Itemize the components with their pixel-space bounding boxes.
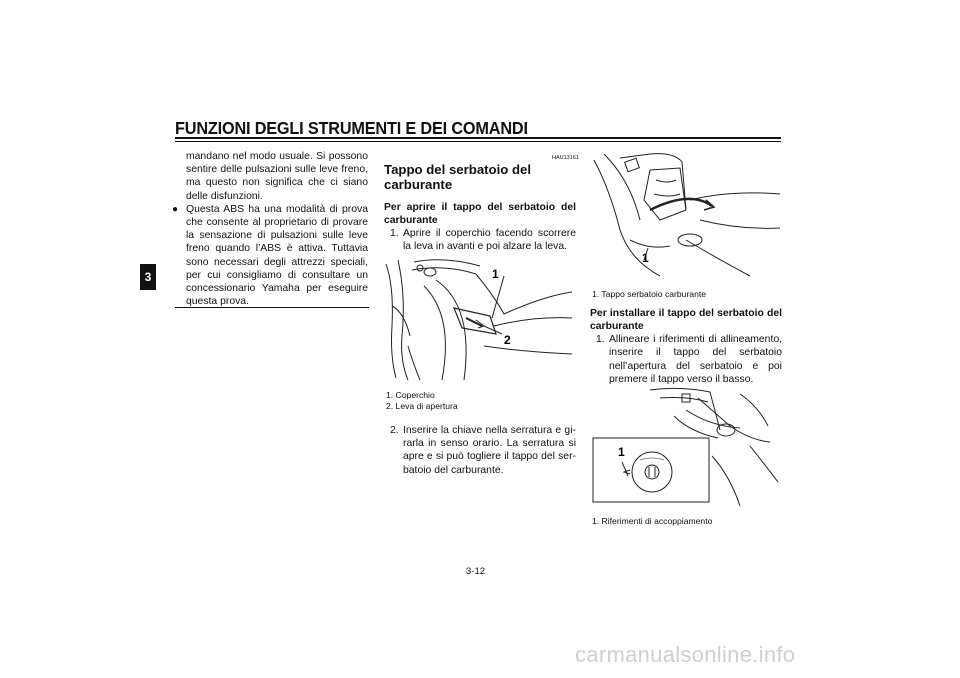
caption-line: 1. Coperchio [386, 390, 435, 400]
abs-paragraph: mandano nel modo usuale. Si posso­no sen… [186, 151, 368, 202]
column-1: mandano nel modo usuale. Si posso­no sen… [172, 150, 368, 309]
chapter-tab: 3 [140, 264, 156, 290]
install-step-1: 1. Allineare i riferimenti di allineamen… [590, 333, 782, 386]
open-step-2: 2. Inserire la chiave nella serratura e … [384, 424, 576, 477]
step-text: Inserire la chiave nella serratura e gi­… [403, 425, 576, 476]
open-step-1: 1. Aprire il coperchio facendo scorrere … [384, 227, 576, 253]
open-heading: Per aprire il tappo del serbatoio del ca… [384, 202, 576, 226]
figure-1-caption: 1. Coperchio 2. Leva di apertura [386, 390, 458, 412]
callout-1: 1 [642, 251, 649, 265]
fuel-cap-figure: 1 [590, 150, 782, 280]
abs-bullet-item: ● Questa ABS ha una modalità di prova ch… [172, 203, 368, 309]
install-heading: Per installare il tappo del serbatoio de… [590, 308, 782, 332]
abs-bullet-text: Questa ABS ha una modalità di prova che … [186, 203, 368, 308]
step-text: Allineare i riferimenti di allineamento,… [609, 334, 782, 385]
figure-3-caption: 1. Riferimenti di accoppiamento [592, 516, 713, 526]
watermark: carmanualsonline.info [575, 642, 796, 667]
page-title: FUNZIONI DEGLI STRUMENTI E DEI COMANDI [175, 118, 528, 138]
bullet-icon: ● [172, 203, 179, 215]
callout-1: 1 [492, 267, 499, 281]
header-rule [175, 137, 781, 139]
fuel-cover-figure: 1 2 [384, 256, 574, 381]
callout-2: 2 [504, 333, 511, 347]
step-number: 2. [390, 425, 399, 436]
column-2-bottom: 2. Inserire la chiave nella serratura e … [384, 424, 576, 477]
step-number: 1. [596, 334, 605, 346]
column-end-rule [175, 307, 369, 308]
caption-line: 2. Leva di apertura [386, 401, 458, 411]
section-title: Tappo del serbatoio del carburante [384, 162, 532, 192]
step-text: Aprire il coperchio facendo scorrere la … [403, 228, 576, 253]
callout-1: 1 [618, 445, 625, 459]
column-3-text: Per installare il tappo del serbatoio de… [590, 308, 782, 386]
figure-2-caption: 1. Tappo serbatoio carburante [592, 289, 707, 299]
page-number: 3-12 [466, 566, 486, 577]
header-rule-thin [175, 141, 781, 142]
column-2-top: Per aprire il tappo del serbatoio del ca… [384, 202, 576, 254]
step-number: 1. [390, 228, 399, 240]
alignment-marks-figure: 1 [590, 386, 782, 508]
reference-code: HAU13161 [552, 155, 579, 161]
